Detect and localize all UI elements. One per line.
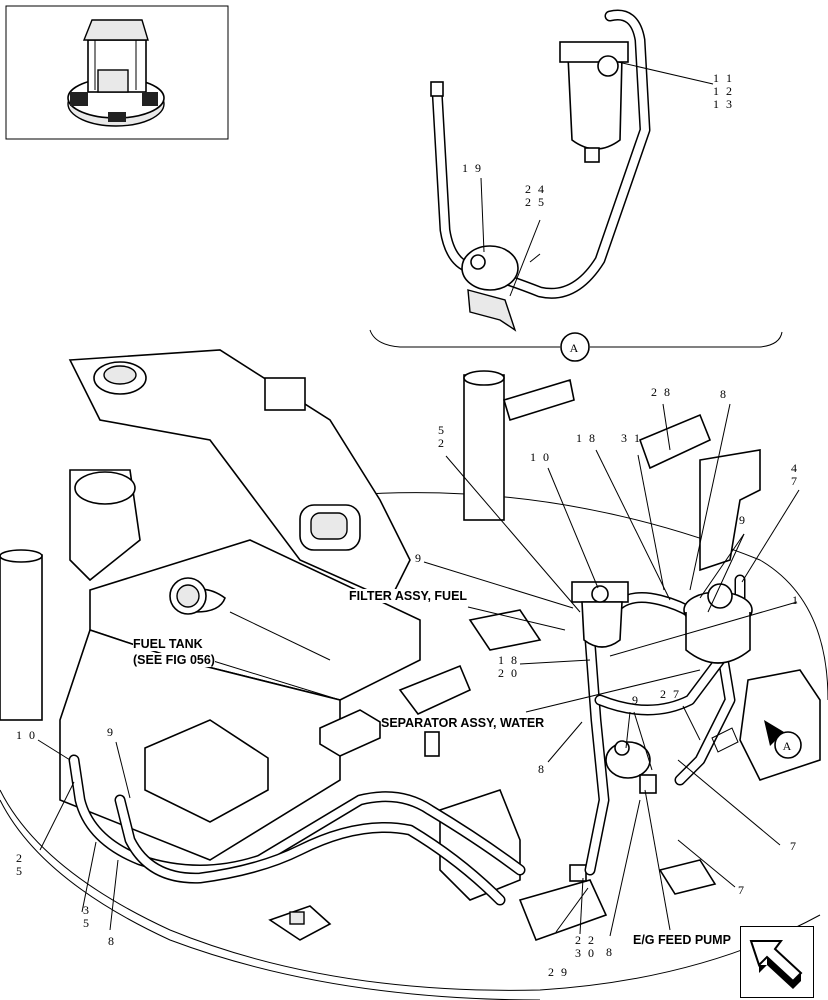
callout-c8d: 8 <box>606 946 614 959</box>
feed-pump-label: E/G FEED PUMP <box>633 933 731 947</box>
detail-a-bracket-left <box>369 329 560 348</box>
callout-c9c: 9 <box>632 694 640 707</box>
callout-c8a: 8 <box>720 388 728 401</box>
view-a-arrow-icon <box>764 720 784 746</box>
filter-assy-label: FILTER ASSY, FUEL <box>349 589 468 603</box>
callout-line: 2 <box>438 436 446 450</box>
view-a-circle <box>774 731 802 759</box>
callout-line: 8 <box>108 934 116 948</box>
callout-line: 1 9 <box>462 161 483 175</box>
callout-line: 5 <box>16 864 24 878</box>
callout-c19: 1 9 <box>462 162 483 175</box>
detail-a-circle <box>560 332 590 362</box>
callout-c8b: 8 <box>538 763 546 776</box>
callout-line: 5 <box>83 916 91 930</box>
callout-c8c: 8 <box>108 935 116 948</box>
callout-line: 9 <box>107 725 115 739</box>
fuel-filter-assy <box>571 581 629 648</box>
callout-line: 2 0 <box>498 666 519 680</box>
callout-line: 5 <box>438 423 446 437</box>
callout-c31: 3 1 <box>621 432 642 445</box>
view-a-label: A <box>783 739 794 753</box>
detail-feed-pump <box>461 245 519 291</box>
callout-c18a: 1 8 <box>576 432 597 445</box>
callout-line: 1 8 <box>498 653 519 667</box>
callout-line: 3 1 <box>621 431 642 445</box>
callout-line: 8 <box>720 387 728 401</box>
machine-overview-thumbnail <box>67 19 165 127</box>
callout-line: 9 <box>632 693 640 707</box>
callout-line: 9 <box>739 513 747 527</box>
callout-line: 7 <box>790 839 798 853</box>
callout-c10b: 1 0 <box>16 729 37 742</box>
thumbnail-frame <box>5 5 229 140</box>
callout-line: 1 3 <box>713 97 734 111</box>
detail-a-label: A <box>570 341 581 355</box>
next-page-button[interactable] <box>740 926 814 998</box>
callout-line: 1 0 <box>16 728 37 742</box>
fuel-tank-label: FUEL TANK <box>133 637 203 651</box>
feed-pump <box>605 740 657 794</box>
callout-line: 2 2 <box>575 933 596 947</box>
callout-line: 1 2 <box>713 84 734 98</box>
callout-c27: 2 7 <box>660 688 681 701</box>
separator-assy-label: SEPARATOR ASSY, WATER <box>381 716 545 730</box>
next-page-arrow-icon <box>749 940 803 989</box>
callout-line: 8 <box>538 762 546 776</box>
callout-line: 1 1 <box>713 71 734 85</box>
callout-c9a: 9 <box>739 514 747 527</box>
callout-line: 2 <box>16 851 24 865</box>
callout-c7b: 7 <box>738 884 746 897</box>
fuel-hoses <box>68 574 746 906</box>
water-separator-assy <box>683 583 753 664</box>
fuel-tank-ref-label: (SEE FIG 056) <box>133 653 215 667</box>
callout-c9b: 9 <box>415 552 423 565</box>
detail-a-bracket-right <box>590 331 783 348</box>
callout-line: 3 <box>83 903 91 917</box>
callout-line: 9 <box>415 551 423 565</box>
callout-line: 3 0 <box>575 946 596 960</box>
upper-frame <box>0 349 828 1000</box>
detail-a-assembly <box>430 9 651 332</box>
callout-c28: 2 8 <box>651 386 672 399</box>
callout-line: 1 8 <box>576 431 597 445</box>
callout-c9d: 9 <box>107 726 115 739</box>
callout-line: 7 <box>791 474 799 488</box>
callout-line: 2 7 <box>660 687 681 701</box>
callout-c1: 1 <box>792 594 800 607</box>
callout-line: 2 4 <box>525 182 546 196</box>
leader-lines <box>37 61 800 937</box>
callout-line: 4 <box>791 461 799 475</box>
callout-line: 2 9 <box>548 965 569 979</box>
callout-line: 2 5 <box>525 195 546 209</box>
callout-line: 1 <box>792 593 800 607</box>
callout-c10a: 1 0 <box>530 451 551 464</box>
callout-line: 8 <box>606 945 614 959</box>
callout-c7a: 7 <box>790 840 798 853</box>
callout-line: 2 8 <box>651 385 672 399</box>
callout-c29: 2 9 <box>548 966 569 979</box>
callout-line: 1 0 <box>530 450 551 464</box>
callout-line: 7 <box>738 883 746 897</box>
